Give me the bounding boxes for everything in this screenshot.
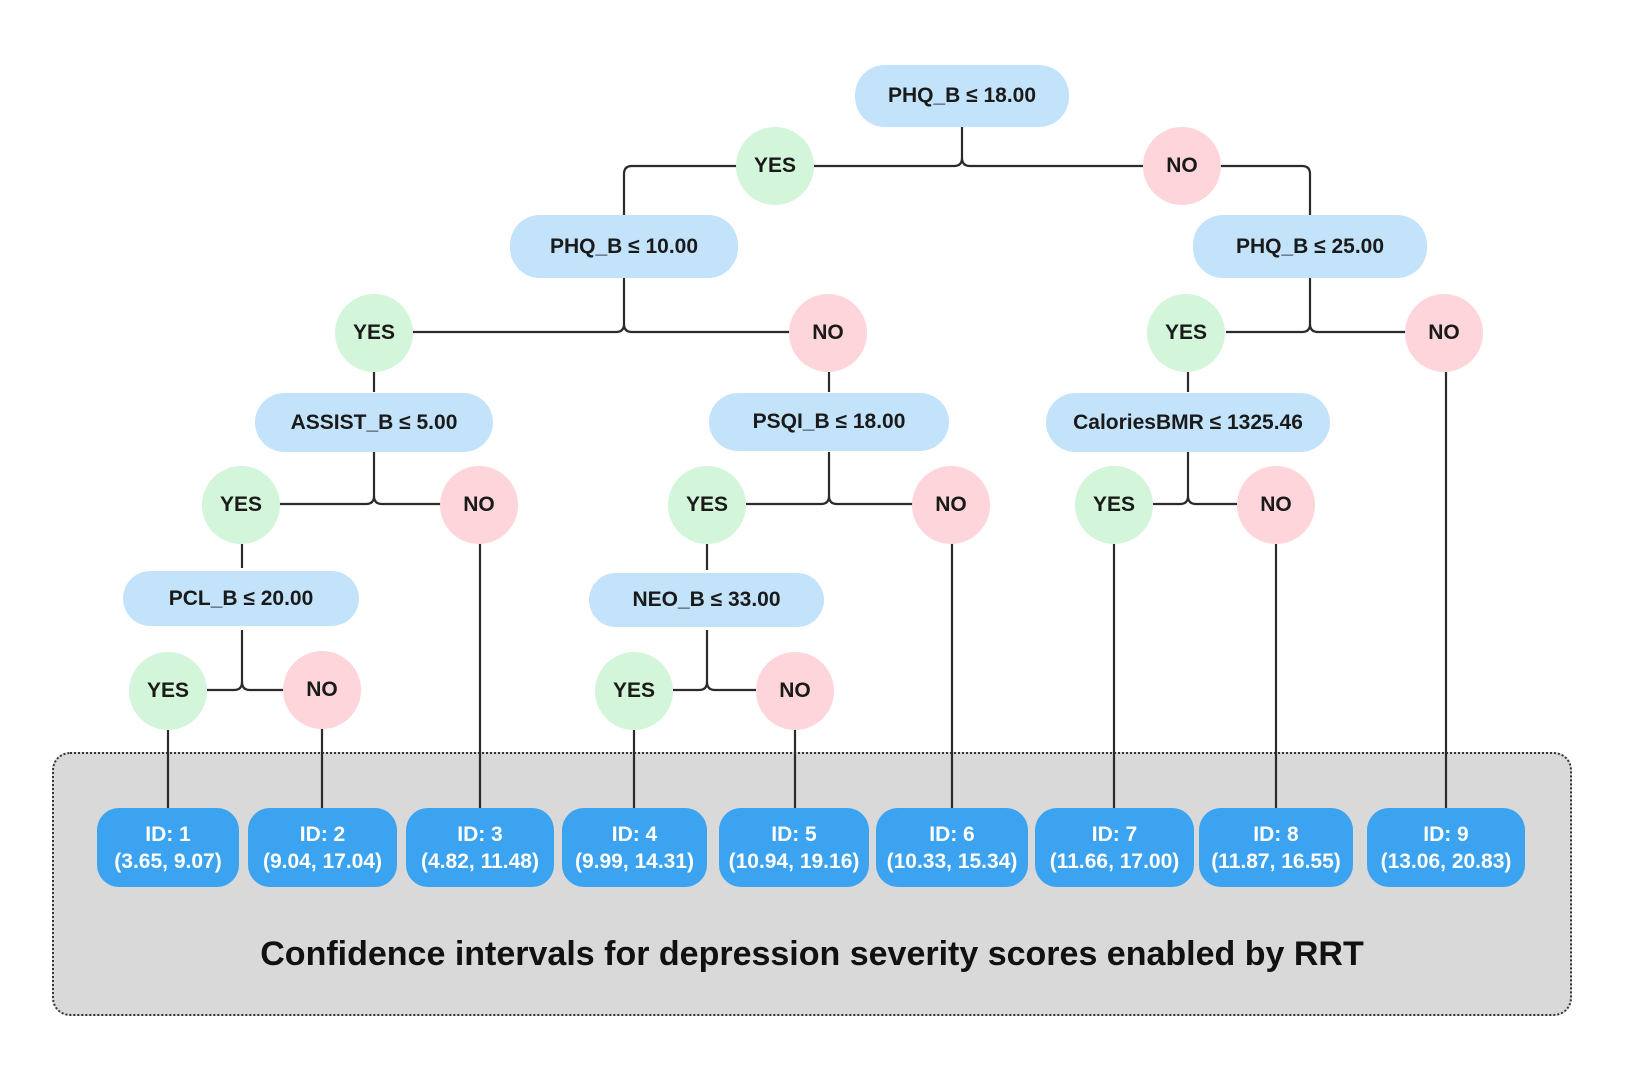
leaf-node-9: ID: 9 (13.06, 20.83) xyxy=(1367,808,1525,887)
leaf-interval: (13.06, 20.83) xyxy=(1380,849,1512,873)
split-node-psqi: PSQI_B ≤ 18.00 xyxy=(709,393,949,451)
leaf-interval: (3.65, 9.07) xyxy=(114,849,222,873)
yes-node-phq-25: YES xyxy=(1147,294,1225,372)
split-node-phq-25: PHQ_B ≤ 25.00 xyxy=(1193,215,1427,278)
leaf-node-1: ID: 1 (3.65, 9.07) xyxy=(97,808,239,887)
no-node-pcl: NO xyxy=(283,651,361,729)
yes-node-pcl: YES xyxy=(129,652,207,730)
leaf-id: ID: 6 xyxy=(929,822,975,846)
split-node-assist: ASSIST_B ≤ 5.00 xyxy=(255,393,493,452)
split-node-root: PHQ_B ≤ 18.00 xyxy=(855,65,1069,127)
panel-caption: Confidence intervals for depression seve… xyxy=(260,935,1364,973)
leaf-node-5: ID: 5 (10.94, 19.16) xyxy=(719,808,869,887)
leaf-node-2: ID: 2 (9.04, 17.04) xyxy=(248,808,397,887)
leaf-id: ID: 5 xyxy=(771,822,817,846)
leaf-interval: (9.04, 17.04) xyxy=(262,849,383,873)
no-node-phq-25: NO xyxy=(1405,294,1483,372)
leaf-id: ID: 4 xyxy=(611,822,658,846)
leaf-interval: (9.99, 14.31) xyxy=(574,849,695,873)
no-node-calories: NO xyxy=(1237,466,1315,544)
yes-node-root: YES xyxy=(736,127,814,205)
yes-node-neo: YES xyxy=(595,652,673,730)
leaf-id: ID: 3 xyxy=(457,822,503,846)
leaf-id: ID: 1 xyxy=(145,822,191,846)
yes-node-phq-10: YES xyxy=(335,294,413,372)
leaf-node-8: ID: 8 (11.87, 16.55) xyxy=(1199,808,1353,887)
leaf-id: ID: 8 xyxy=(1253,822,1299,846)
leaf-id: ID: 7 xyxy=(1091,822,1138,846)
leaf-id: ID: 2 xyxy=(299,822,346,846)
no-node-phq-10: NO xyxy=(789,294,867,372)
leaf-interval: (4.82, 11.48) xyxy=(421,849,539,873)
no-node-psqi: NO xyxy=(912,466,990,544)
leaf-node-3: ID: 3 (4.82, 11.48) xyxy=(406,808,554,887)
leaf-node-7: ID: 7 (11.66, 17.00) xyxy=(1035,808,1194,887)
no-node-assist: NO xyxy=(440,466,518,544)
split-node-phq-10: PHQ_B ≤ 10.00 xyxy=(510,215,738,278)
yes-node-calories: YES xyxy=(1075,466,1153,544)
leaf-node-4: ID: 4 (9.99, 14.31) xyxy=(562,808,707,887)
leaf-node-6: ID: 6 (10.33, 15.34) xyxy=(876,808,1028,887)
leaf-interval: (11.66, 17.00) xyxy=(1049,849,1180,873)
yes-node-assist: YES xyxy=(202,466,280,544)
yes-node-psqi: YES xyxy=(668,466,746,544)
split-node-pcl: PCL_B ≤ 20.00 xyxy=(123,571,359,626)
split-node-neo: NEO_B ≤ 33.00 xyxy=(589,573,824,627)
split-node-calories: CaloriesBMR ≤ 1325.46 xyxy=(1046,393,1330,452)
no-node-root: NO xyxy=(1143,127,1221,205)
leaf-interval: (10.94, 19.16) xyxy=(728,849,860,873)
leaf-id: ID: 9 xyxy=(1423,822,1469,846)
no-node-neo: NO xyxy=(756,652,834,730)
leaf-interval: (11.87, 16.55) xyxy=(1211,849,1341,873)
leaf-interval: (10.33, 15.34) xyxy=(886,849,1018,873)
